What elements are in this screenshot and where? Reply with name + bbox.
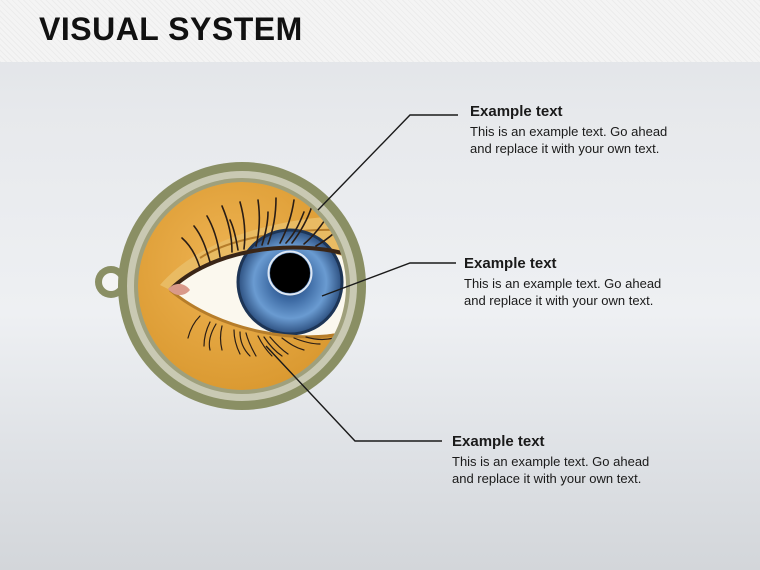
leader-line-3 — [265, 345, 442, 442]
callout-body: This is an example text. Go ahead and re… — [464, 276, 662, 308]
callout-3: Example text This is an example text. Go… — [452, 433, 652, 487]
page-title: VISUAL SYSTEM — [39, 11, 303, 47]
callout-1: Example text This is an example text. Go… — [470, 103, 670, 157]
upper-lid-line — [168, 245, 346, 292]
eye-illustration — [138, 182, 346, 390]
callout-heading: Example text — [470, 103, 563, 120]
callout-heading: Example text — [452, 433, 545, 450]
header-bar: VISUAL SYSTEM — [0, 0, 760, 62]
leader-line-1 — [317, 114, 458, 211]
pupil — [270, 253, 310, 293]
lower-eyelid — [169, 288, 346, 339]
callout-body: This is an example text. Go ahead and re… — [470, 124, 668, 156]
callout-2: Example text This is an example text. Go… — [464, 255, 664, 309]
tear-duct — [168, 283, 190, 296]
callout-body: This is an example text. Go ahead and re… — [452, 454, 650, 486]
callout-heading: Example text — [464, 255, 557, 272]
upper-eyelashes — [181, 197, 346, 269]
leader-lines — [265, 114, 458, 442]
lower-eyelashes — [187, 315, 335, 357]
leader-line-2 — [321, 262, 456, 297]
